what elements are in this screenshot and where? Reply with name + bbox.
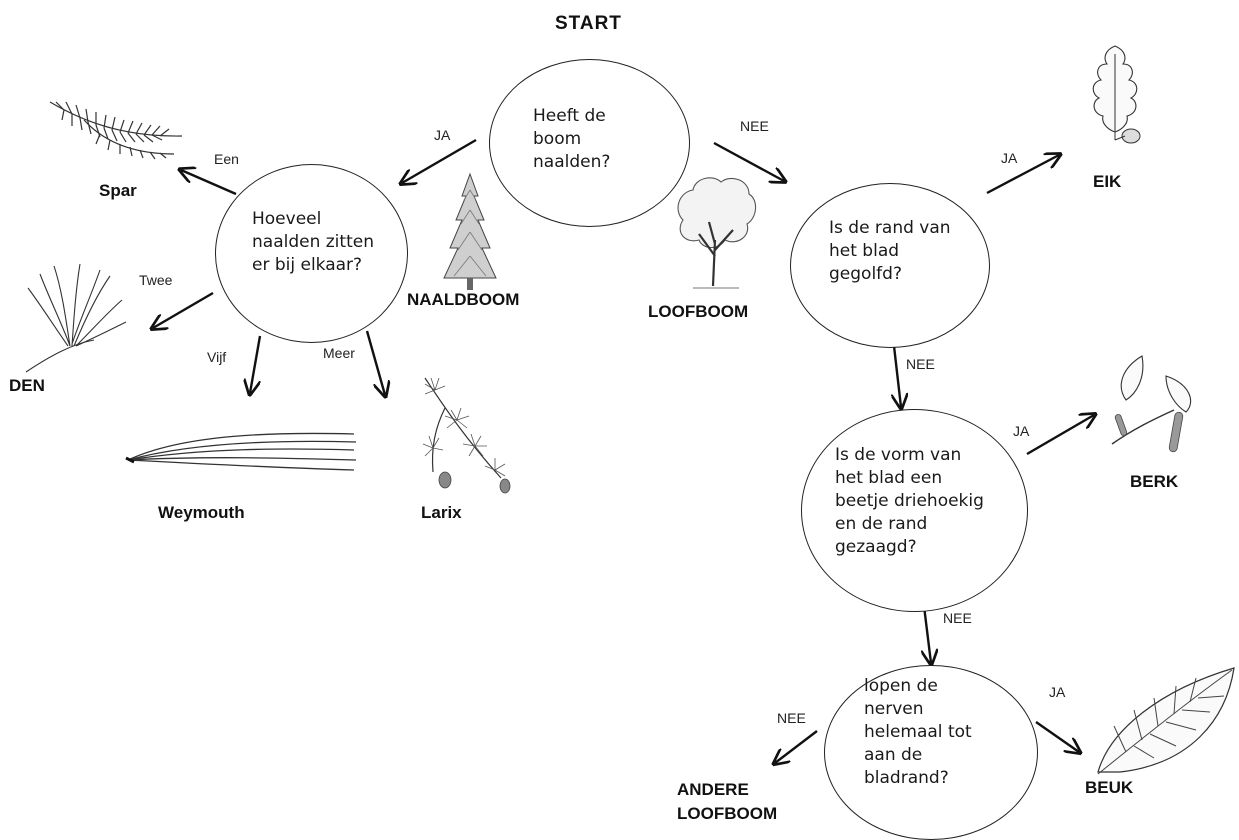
name-beuk: BEUK xyxy=(1085,778,1134,797)
beech-leaf-image xyxy=(1097,667,1235,775)
birch-twig-image xyxy=(1111,355,1192,453)
question-line: gezaagd? xyxy=(835,537,917,557)
question-line: nerven xyxy=(864,699,924,719)
question-line: en de rand xyxy=(835,514,928,534)
deciduous-tree-image xyxy=(677,177,757,289)
label-een: Een xyxy=(214,151,239,167)
name-andere-loofboom: ANDERE LOOFBOOM xyxy=(677,778,777,826)
arrow-veins-no xyxy=(775,730,818,763)
label-twee: Twee xyxy=(139,272,173,288)
oak-leaf-image xyxy=(1092,45,1141,144)
question-line: aan de xyxy=(864,745,923,765)
question-line: naalden zitten xyxy=(252,232,374,252)
conifer-tree-image xyxy=(443,172,497,290)
larix-branch-image xyxy=(422,377,511,494)
name-loofboom: LOOFBOOM xyxy=(648,302,749,321)
question-needle-count-text: Hoeveel naalden zitten er bij elkaar? xyxy=(252,208,374,277)
question-veins-text: lopen de nerven helemaal tot aan de blad… xyxy=(864,675,972,790)
arrow-meer xyxy=(365,330,385,395)
label-triangle-no: NEE xyxy=(943,610,972,626)
question-line: Heeft de xyxy=(533,106,606,126)
question-line: gegolfd? xyxy=(829,264,902,284)
arrow-wavy-no xyxy=(894,345,901,407)
question-line: er bij elkaar? xyxy=(252,255,363,275)
name-naaldboom: NAALDBOOM xyxy=(407,290,520,309)
question-wavy-node xyxy=(790,183,990,348)
label-wavy-yes: JA xyxy=(1001,150,1018,166)
question-line: naalden? xyxy=(533,152,611,172)
arrow-veins-yes xyxy=(1035,721,1079,752)
name-line: LOOFBOOM xyxy=(677,804,778,823)
spar-branch-image xyxy=(49,101,183,160)
label-needles-yes: JA xyxy=(434,127,451,143)
name-line: ANDERE xyxy=(677,780,749,799)
arrow-twee xyxy=(153,291,214,328)
question-line: bladrand? xyxy=(864,768,949,788)
label-veins-yes: JA xyxy=(1049,684,1066,700)
label-triangle-yes: JA xyxy=(1013,423,1030,439)
question-line: helemaal tot xyxy=(864,722,972,742)
label-needles-no: NEE xyxy=(740,118,769,134)
question-line: Hoeveel xyxy=(252,209,322,229)
name-berk: BERK xyxy=(1130,472,1179,491)
question-line: boom xyxy=(533,129,582,149)
question-needles-node xyxy=(489,59,690,227)
arrow-een xyxy=(181,170,237,196)
name-den: DEN xyxy=(9,376,45,395)
arrow-wavy-yes xyxy=(986,155,1059,195)
den-needles-image xyxy=(25,263,127,373)
arrow-triangle-no xyxy=(924,605,931,663)
weymouth-needles-image xyxy=(125,432,357,471)
arrow-triangle-yes xyxy=(1026,415,1094,456)
arrow-needles-no xyxy=(713,141,784,181)
question-line: het blad xyxy=(829,241,900,261)
arrow-vijf xyxy=(250,335,262,393)
question-triangle-text: Is de vorm van het blad een beetje drieh… xyxy=(835,444,984,559)
label-meer: Meer xyxy=(323,345,355,361)
label-vijf: Vijf xyxy=(207,349,227,365)
question-line: beetje driehoekig xyxy=(835,491,984,511)
question-needle-count-node xyxy=(215,164,408,343)
start-title: START xyxy=(555,13,622,34)
name-weymouth: Weymouth xyxy=(158,503,245,522)
question-line: Is de vorm van xyxy=(835,445,962,465)
name-spar: Spar xyxy=(99,181,137,200)
name-eik: EIK xyxy=(1093,172,1122,191)
question-line: het blad een xyxy=(835,468,943,488)
question-triangle-node xyxy=(801,409,1028,612)
label-veins-no: NEE xyxy=(777,710,806,726)
label-wavy-no: NEE xyxy=(906,356,935,372)
arrow-needles-yes xyxy=(402,138,477,183)
question-wavy-text: Is de rand van het blad gegolfd? xyxy=(829,217,951,286)
question-veins-node xyxy=(824,665,1038,840)
question-line: lopen de xyxy=(864,676,938,696)
question-line: Is de rand van xyxy=(829,218,951,238)
question-needles-text: Heeft de boom naalden? xyxy=(533,105,610,174)
name-larix: Larix xyxy=(421,503,462,522)
